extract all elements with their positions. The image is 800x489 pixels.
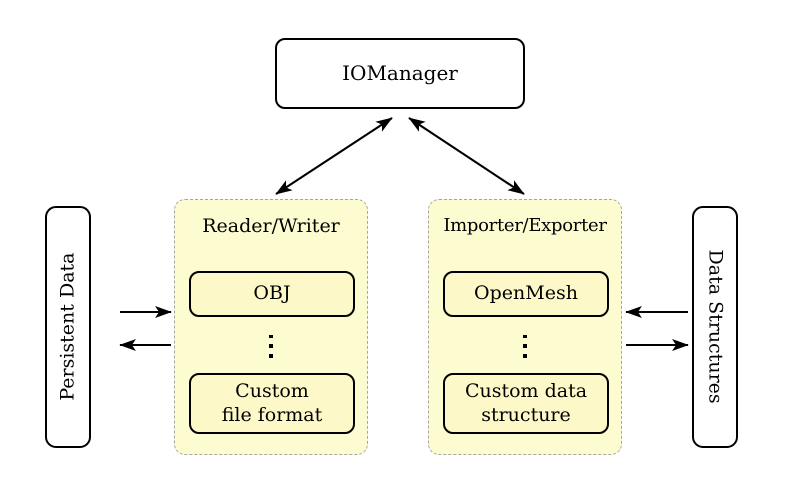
iomanager-box[interactable]: IOManager bbox=[275, 38, 525, 109]
persistent-data-label: Persistent Data bbox=[56, 252, 79, 402]
importer-exporter-group[interactable]: Importer/Exporter OpenMesh Custom data s… bbox=[428, 199, 622, 455]
ellipsis-dot bbox=[523, 354, 527, 358]
persistent-data-box[interactable]: Persistent Data bbox=[45, 206, 91, 448]
ellipsis-dot bbox=[523, 344, 527, 348]
ellipsis-dot bbox=[269, 334, 273, 338]
arrow-manager-reader-writer bbox=[275, 117, 393, 195]
leaf-custom-data-structure[interactable]: Custom data structure bbox=[443, 373, 609, 434]
ellipsis-dot bbox=[523, 334, 527, 338]
reader-writer-ellipsis bbox=[175, 328, 367, 358]
leaf-openmesh[interactable]: OpenMesh bbox=[443, 271, 609, 317]
leaf-custom-file-format-line2: file format bbox=[221, 403, 323, 426]
ellipsis-dot bbox=[269, 344, 273, 348]
leaf-custom-file-format[interactable]: Custom file format bbox=[189, 373, 355, 434]
importer-exporter-title: Importer/Exporter bbox=[443, 215, 607, 236]
leaf-custom-file-format-line1: Custom bbox=[235, 379, 309, 402]
reader-writer-title: Reader/Writer bbox=[202, 215, 340, 237]
leaf-openmesh-label: OpenMesh bbox=[474, 282, 578, 305]
iomanager-label: IOManager bbox=[342, 61, 458, 86]
leaf-obj-label: OBJ bbox=[253, 282, 291, 305]
arrow-manager-importer-exporter bbox=[408, 117, 525, 195]
leaf-custom-data-structure-line2: structure bbox=[481, 403, 571, 426]
data-structures-label: Data Structures bbox=[704, 249, 727, 405]
data-structures-box[interactable]: Data Structures bbox=[692, 206, 738, 448]
importer-exporter-ellipsis bbox=[429, 328, 621, 358]
leaf-custom-data-structure-line1: Custom data bbox=[464, 379, 588, 402]
leaf-obj[interactable]: OBJ bbox=[189, 271, 355, 317]
ellipsis-dot bbox=[269, 354, 273, 358]
reader-writer-group[interactable]: Reader/Writer OBJ Custom file format bbox=[174, 199, 368, 455]
